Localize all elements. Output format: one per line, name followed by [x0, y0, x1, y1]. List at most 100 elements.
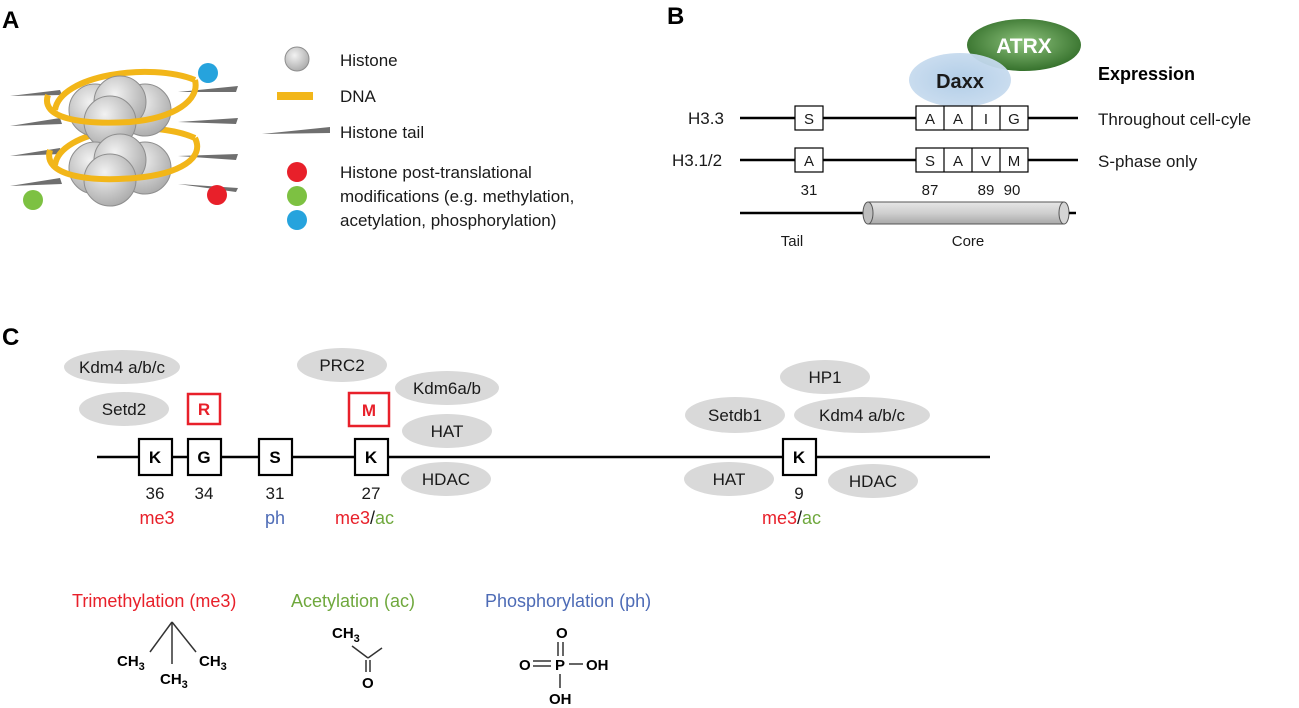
panel-b-label: B: [667, 3, 684, 30]
residue-k9: K: [793, 448, 806, 467]
phosphate-p: P: [555, 657, 565, 674]
legend-histone: Histone: [340, 51, 398, 70]
histone-tail: [178, 118, 238, 124]
residue-k9-box: [781, 437, 818, 477]
domain-schematic: Tail Core: [740, 201, 1076, 250]
ptm-dot-red: [207, 185, 227, 205]
histone-tail: [178, 86, 238, 92]
mark-k9-me3: me3: [762, 508, 797, 528]
ptm-legend-red-icon: [287, 162, 307, 182]
ptm-legend-blue-icon: [287, 210, 307, 230]
atrx-ellipse: [967, 19, 1081, 71]
enzyme-hp1: HP1: [808, 368, 841, 387]
residue-k27-box: [353, 437, 390, 477]
enzyme-kdm4-right-ellipse: [794, 397, 930, 433]
residue-k36-box: [137, 437, 174, 477]
enzyme-setdb1: Setdb1: [708, 406, 762, 425]
row-h3-1-2-res-90: M: [1008, 153, 1021, 170]
ch3-bottom: CH3: [160, 671, 188, 691]
legend-phosphorylation: Phosphorylation (ph): [485, 591, 651, 611]
atrx-label: ATRX: [996, 35, 1052, 58]
residue-g34-box: [186, 437, 223, 477]
pos-87: 87: [922, 182, 939, 199]
pos-36: 36: [146, 484, 165, 503]
pos-31: 31: [801, 182, 818, 199]
daxx-ellipse: [909, 53, 1011, 107]
legend-ptm-line3: acetylation, phosphorylation): [340, 211, 556, 230]
enzyme-setdb1-ellipse: [685, 397, 785, 433]
phosphate-oh-bottom: OH: [549, 691, 572, 708]
enzyme-hat-right: HAT: [713, 470, 746, 489]
row-h3-1-2-res-89: V: [981, 153, 991, 170]
histone-tail: [10, 90, 62, 96]
ch3-left: CH3: [117, 653, 145, 673]
residue-s31-box: [257, 437, 294, 477]
row-h3-3-res-88: A: [953, 111, 963, 128]
row-h3-3-res-87: A: [925, 111, 935, 128]
panel-a: A: [2, 7, 574, 230]
enzyme-prc2-ellipse: [297, 348, 387, 382]
row-h3-3-name: H3.3: [688, 109, 724, 128]
phosphate-oh-right: OH: [586, 657, 609, 674]
panel-a-legend: Histone DNA Histone tail Histone post-tr…: [262, 46, 574, 230]
residue-k36: K: [149, 448, 162, 467]
ch3-right: CH3: [199, 653, 227, 673]
histone-tail: [10, 178, 62, 186]
mutation-m: M: [362, 401, 376, 420]
residue-k27: K: [365, 448, 378, 467]
mark-s31-ph: ph: [265, 508, 285, 528]
enzyme-setd2: Setd2: [102, 400, 146, 419]
ptm-legend-green-icon: [287, 186, 307, 206]
mark-k27-ac: ac: [375, 508, 394, 528]
tail-legend-icon: [262, 127, 330, 134]
acetyl-o: O: [362, 675, 374, 692]
enzyme-hat-right-ellipse: [684, 462, 774, 496]
histone-tail: [178, 154, 238, 160]
mark-k27-slash: /: [370, 508, 375, 528]
enzyme-kdm6: Kdm6a/b: [413, 379, 481, 398]
legend-dna: DNA: [340, 87, 377, 106]
expression-header: Expression: [1098, 64, 1195, 84]
mutation-m-box: [347, 391, 391, 428]
enzyme-hdac-mid: HDAC: [422, 470, 470, 489]
daxx-label: Daxx: [936, 71, 984, 93]
enzyme-hdac-right: HDAC: [849, 472, 897, 491]
mark-k9: me3/ac: [762, 508, 821, 528]
acetyl-structure: CH3 O: [332, 625, 383, 692]
enzyme-kdm4-left-ellipse: [64, 350, 180, 384]
panel-c-label: C: [2, 324, 19, 351]
row-h3-3-res-89: I: [984, 111, 988, 128]
row-h3-1-2: H3.1/2 A S A V M S-phase only: [672, 147, 1198, 173]
enzyme-kdm4-left: Kdm4 a/b/c: [79, 358, 165, 377]
row-h3-1-2-expression: S-phase only: [1098, 152, 1198, 171]
core-label: Core: [952, 233, 985, 250]
histone-tail: [10, 118, 62, 126]
legend-ptm-line2: modifications (e.g. methylation,: [340, 187, 574, 206]
panel-b: B ATRX Daxx Expression H3.3 S A A I G Th…: [667, 3, 1251, 250]
mark-k27-me3: me3: [335, 508, 370, 528]
row-h3-1-2-res-87: S: [925, 153, 935, 170]
enzyme-hdac-mid-ellipse: [401, 462, 491, 496]
dna-front: [44, 79, 200, 183]
phosphate-o-left: O: [519, 657, 531, 674]
dna-legend-icon: [277, 92, 313, 100]
histone-tail: [10, 148, 62, 156]
ptm-dot-green: [23, 190, 43, 210]
tail-label: Tail: [781, 233, 804, 250]
enzyme-kdm4-right: Kdm4 a/b/c: [819, 406, 905, 425]
pos-34: 34: [195, 484, 214, 503]
row-h3-3-expression: Throughout cell-cyle: [1098, 110, 1251, 129]
residue-s31: S: [269, 448, 280, 467]
pos-90: 90: [1004, 182, 1021, 199]
histone-legend-icon: [284, 46, 310, 72]
row-h3-3-res-90: G: [1008, 111, 1020, 128]
legend-ptm-line1: Histone post-translational: [340, 163, 532, 182]
acetyl-ch3: CH3: [332, 625, 360, 645]
row-h3-1-2-name: H3.1/2: [672, 151, 722, 170]
legend-tail: Histone tail: [340, 123, 424, 142]
nucleosome-illustration: [10, 63, 238, 210]
enzyme-setd2-ellipse: [79, 392, 169, 426]
legend-acetylation: Acetylation (ac): [291, 591, 415, 611]
legend-trimethylation: Trimethylation (me3): [72, 591, 236, 611]
row-h3-1-2-res-88: A: [953, 153, 963, 170]
